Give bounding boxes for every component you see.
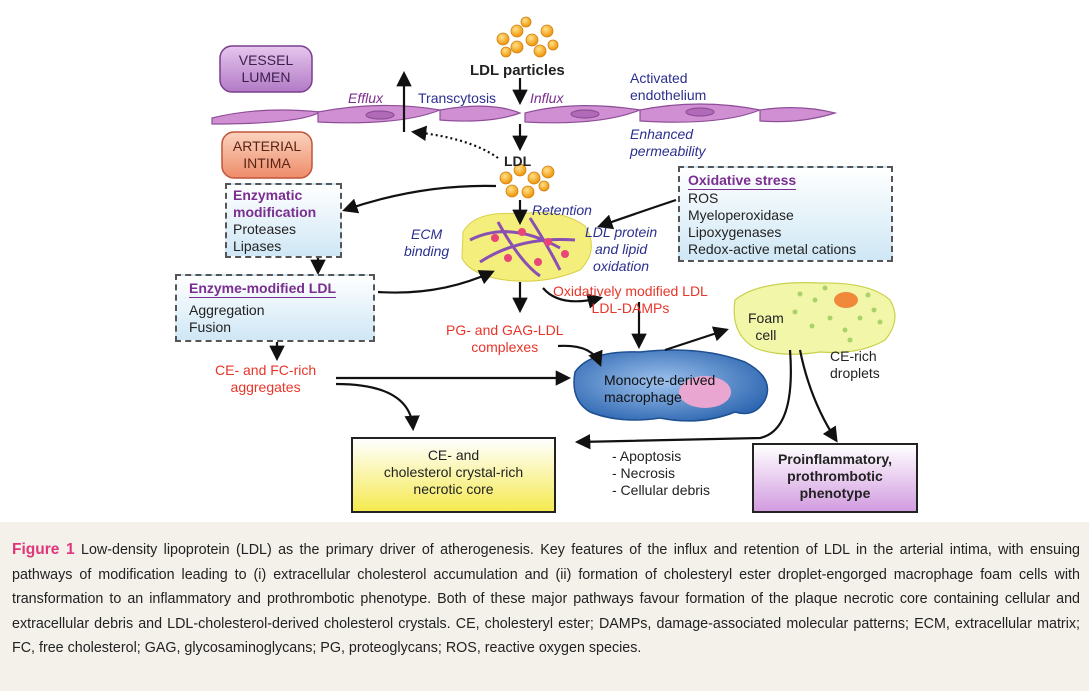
enzymatic-modification-title: Enzymatic modification (233, 187, 317, 220)
vessel-lumen-box (219, 45, 313, 93)
ldl-particles-label: LDL particles (470, 62, 565, 79)
pg-gag-ldl-label: PG- and GAG-LDL complexes (446, 322, 564, 355)
necrotic-core-label: CE- and cholesterol crystal-rich necroti… (383, 447, 524, 497)
oxidative-stress-items: ROS Myeloperoxidase Lipoxygenases Redox-… (688, 190, 857, 257)
transcytosis-label: Transcytosis (418, 90, 497, 106)
diagram-graphics (211, 16, 896, 450)
oxidative-stress-title: Oxidative stress (688, 172, 797, 190)
ldl-particles-top (496, 16, 559, 58)
ce-fc-aggregates-label: CE- and FC-rich aggregates (215, 362, 317, 395)
figure-label: Figure 1 (12, 541, 75, 558)
foam-cell-shape (733, 282, 896, 355)
ecm-binding-label: ECM binding (404, 226, 450, 259)
enhanced-permeability-label: Enhanced permeability (630, 126, 706, 159)
flow-arrows (269, 70, 838, 450)
foam-cell-label: Foam cell (748, 310, 784, 343)
diagram-canvas: VESSEL LUMEN ARTERIAL INTIMA LDL particl… (0, 0, 1089, 522)
arterial-intima-label: ARTERIAL INTIMA (232, 138, 302, 171)
retention-label: Retention (532, 202, 592, 218)
ldl-label: LDL (504, 153, 532, 169)
cell-death-list: - Apoptosis - Necrosis - Cellular debris (612, 448, 711, 498)
figure-caption: Figure 1 Low-density lipoprotein (LDL) a… (12, 538, 1080, 661)
macrophage-label: Monocyte-derived macrophage (604, 372, 716, 405)
phenotype-label: Proinflammatory, prothrombotic phenotype (777, 451, 893, 501)
caption-text: Low-density lipoprotein (LDL) as the pri… (12, 542, 1080, 657)
macrophage-cell (573, 349, 769, 422)
ldl-oxidation-label: LDL protein and lipid oxidation (585, 224, 658, 274)
phenotype-box: Proinflammatory, prothrombotic phenotype (752, 443, 918, 513)
vessel-lumen-label: VESSEL LUMEN (238, 52, 294, 85)
efflux-label: Efflux (348, 90, 384, 106)
ce-droplets-label: CE-rich droplets (830, 348, 880, 381)
enzymatic-modification-items: Proteases Lipases (233, 221, 297, 254)
necrotic-core-box: CE- and cholesterol crystal-rich necroti… (351, 437, 556, 513)
endothelium-layer (211, 103, 838, 125)
arterial-intima-box (221, 131, 313, 179)
oxidative-stress-box: Oxidative stress ROS Myeloperoxidase Lip… (678, 166, 893, 262)
enzyme-modified-ldl-title: Enzyme-modified LDL (189, 280, 337, 298)
oxidized-ldl-label: Oxidatively modified LDL LDL-DAMPs (553, 283, 708, 316)
ecm-binding-blob (461, 212, 592, 282)
ldl-particles-intima (499, 163, 555, 199)
influx-label: Influx (530, 90, 564, 106)
activated-endothelium-label: Activated endothelium (630, 70, 707, 103)
enzyme-modified-ldl-items: Aggregation Fusion (189, 302, 265, 335)
enzymatic-modification-box: Enzymatic modification Proteases Lipases (225, 183, 342, 258)
enzyme-modified-ldl-box: Enzyme-modified LDL Aggregation Fusion (175, 274, 375, 342)
